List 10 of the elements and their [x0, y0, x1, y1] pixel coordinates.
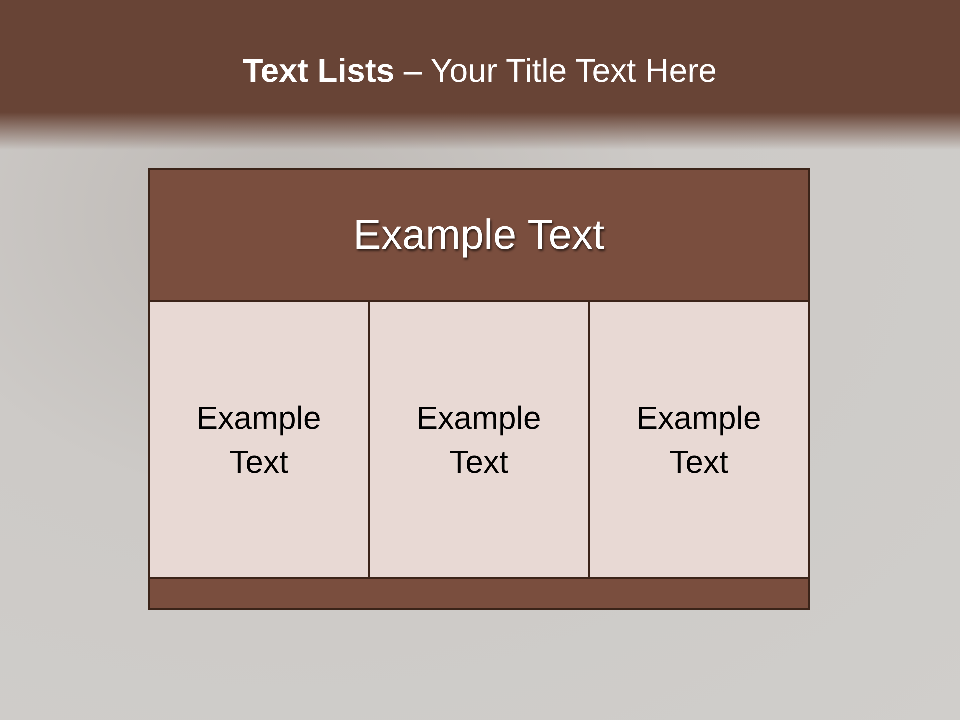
content-text: Example Text [416, 398, 542, 482]
content-box [588, 300, 810, 579]
content-box [368, 300, 590, 579]
slide-title: Text Lists – Your Title Text Here [242, 52, 718, 90]
content-box [148, 300, 370, 579]
content-text: Example Text [196, 398, 322, 482]
header-text: Example Text [353, 211, 605, 259]
header-box [148, 168, 810, 302]
footer-bar [148, 577, 810, 610]
content-text: Example Text [636, 398, 762, 482]
